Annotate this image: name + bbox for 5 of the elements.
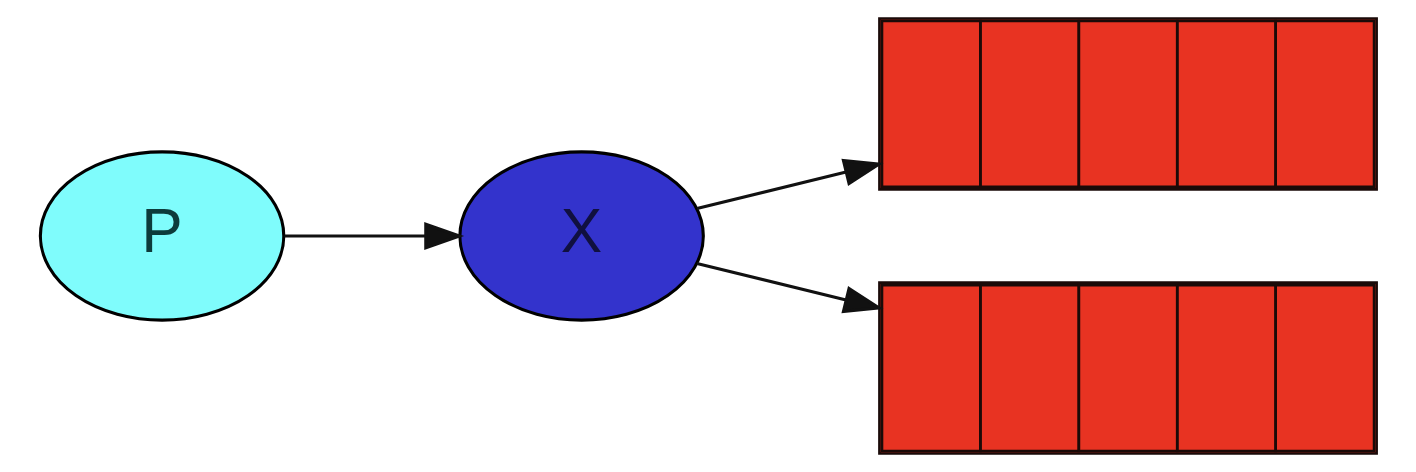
arrow — [696, 262, 884, 314]
arrow — [284, 222, 464, 250]
arrow — [696, 158, 884, 210]
node-ellipse: X — [457, 150, 705, 322]
node-ellipse: P — [38, 150, 285, 322]
